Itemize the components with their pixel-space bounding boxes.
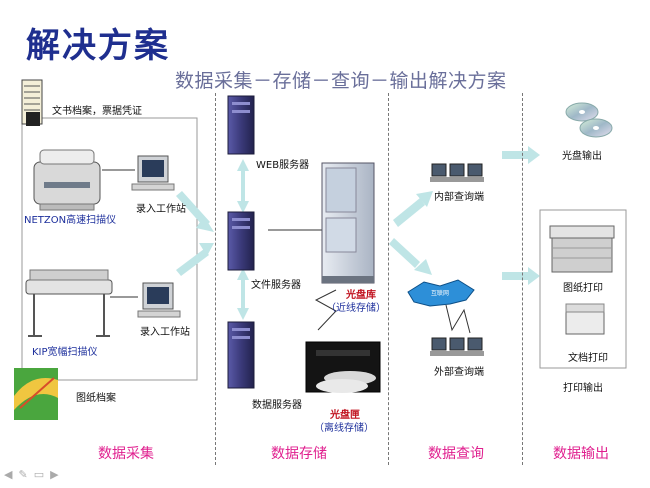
cabinet-label: 光盘匣 [330,410,360,421]
workstation-2-icon [137,282,181,318]
section-storage: 数据存储 [271,446,327,462]
external-terminals-icon [430,337,484,356]
doc-print-label: 文档打印 [568,353,608,364]
scanner-wide-label: KIP宽幅扫描仪 [32,347,98,358]
cabinet-sub-label: （离线存储） [314,423,374,434]
back-arrow-icon[interactable]: ◀ [4,468,13,481]
internet-label: 互联网 [431,290,450,297]
external-query-label: 外部查询端 [434,367,484,378]
optical-jukebox-icon [321,162,375,284]
document-stack-icon [21,79,43,126]
divider-1 [215,93,216,465]
optical-discs-icon [565,102,613,138]
divider-3 [522,93,523,465]
db-server-icon [227,321,255,389]
web-server-icon [227,95,255,155]
workstation-2-label: 录入工作站 [140,327,190,338]
section-query: 数据查询 [428,446,484,462]
file-server-label: 文件服务器 [251,280,301,291]
drawings-label: 图纸档案 [76,393,116,404]
forward-arrow-icon[interactable]: ▶ [50,468,59,481]
page-subtitle: 数据采集－存储－查询－输出解决方案 [175,70,507,92]
menu-icon[interactable]: ▭ [33,468,45,481]
scanner-wide-icon [25,269,113,337]
pen-icon[interactable]: ✎ [18,468,28,481]
drawings-image-icon [14,368,58,420]
scanner-fast-label: NETZON高速扫描仪 [24,215,117,226]
workstation-1-label: 录入工作站 [136,204,186,215]
internet-cloud-icon [407,279,475,307]
jukebox-label: 光盘库 [346,290,376,301]
workstation-1-icon [131,155,175,191]
slide-toolbar: ◀ ✎ ▭ ▶ [4,468,59,481]
section-collection: 数据采集 [98,446,154,462]
db-server-label: 数据服务器 [252,400,302,411]
section-output: 数据输出 [553,446,609,462]
web-server-label: WEB服务器 [256,160,310,171]
page-title: 解决方案 [26,26,170,66]
file-server-icon [227,211,255,271]
internal-query-label: 内部查询端 [434,192,484,203]
print-output-label: 打印输出 [563,383,603,394]
jukebox-sub-label: （近线存储） [326,303,386,314]
laser-printer-icon [565,303,605,335]
disc-cabinet-icon [305,341,381,393]
flow-arrows [176,146,540,285]
plotter-icon [549,225,615,273]
drawing-print-label: 图纸打印 [563,283,603,294]
disc-output-label: 光盘输出 [562,151,602,162]
documents-label: 文书档案，票据凭证 [52,106,142,117]
internal-terminals-icon [430,163,484,182]
divider-2 [388,93,389,465]
scanner-fast-icon [33,149,101,211]
